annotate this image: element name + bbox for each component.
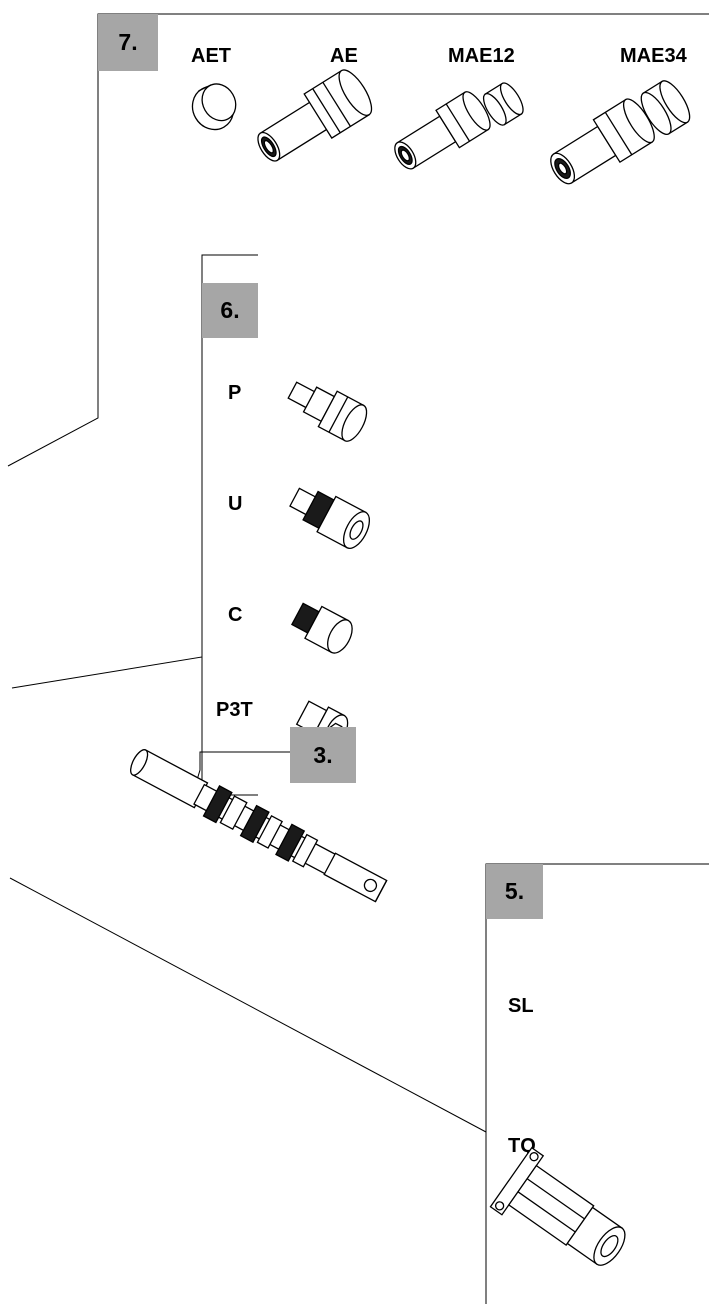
label-mae34: MAE34 <box>620 45 687 67</box>
label-p3t: P3T <box>216 699 253 721</box>
group-3-number: 3. <box>313 741 333 768</box>
mae12-adapter-icon <box>394 91 491 170</box>
group-5-number: 5. <box>504 878 525 904</box>
label-p: P <box>228 382 242 404</box>
mae34-cap-icon <box>640 80 691 135</box>
group-6-bracket <box>11 254 258 689</box>
group-7-badge: 7. <box>98 14 158 71</box>
u-valve-icon <box>289 487 371 550</box>
group-6-badge: 6. <box>202 283 258 338</box>
group-6-number: 6. <box>220 297 240 323</box>
p-valve-icon <box>287 381 368 442</box>
mae12-cap-icon <box>482 82 524 126</box>
label-c: C <box>228 604 243 626</box>
group-7-bracket <box>7 13 709 467</box>
group-7-number: 7. <box>118 29 138 55</box>
tq-part-icon <box>489 1146 626 1266</box>
label-mae12: MAE12 <box>448 45 515 67</box>
label-aet: AET <box>191 45 231 67</box>
shaft-assembly-icon <box>130 749 388 903</box>
aet-cap-icon <box>191 83 237 131</box>
shaft-axis-line <box>9 877 487 1133</box>
mae34-adapter-icon <box>550 98 655 185</box>
ae-adapter-icon <box>257 69 373 162</box>
group-5-badge: 5. <box>486 864 543 919</box>
group-3-badge: 3. <box>290 727 356 783</box>
c-valve-icon <box>290 602 353 654</box>
label-sl: SL <box>508 995 534 1017</box>
label-ae: AE <box>330 45 358 67</box>
label-u: U <box>228 493 243 515</box>
